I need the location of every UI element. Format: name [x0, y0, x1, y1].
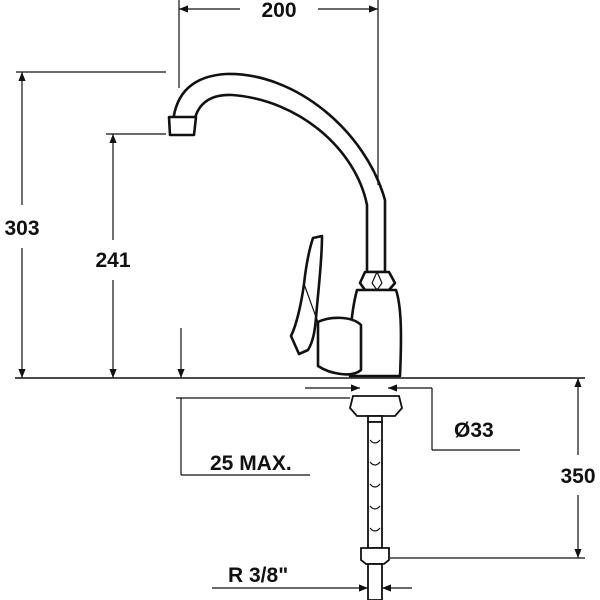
dim-label-diameter: Ø33 [454, 419, 494, 442]
connector-nut [360, 547, 390, 565]
base-washer [349, 395, 403, 417]
cartridge-housing [316, 316, 363, 376]
dim-label-200: 200 [261, 0, 296, 22]
swivel-nut [358, 270, 397, 292]
dim-label-350: 350 [560, 465, 595, 488]
dim-height-241: 241 [95, 133, 166, 378]
dim-width-200: 200 [178, 0, 379, 185]
dim-label-r38: R 3/8" [228, 564, 288, 587]
dim-height-303: 303 [4, 71, 166, 378]
dim-label-241: 241 [95, 249, 130, 272]
aerator [167, 115, 198, 137]
dim-diameter-33: Ø33 [305, 384, 520, 451]
dim-thickness-25: 25 MAX. [177, 328, 310, 476]
faucet [167, 72, 403, 600]
spout-tube [171, 72, 387, 274]
dim-label-303: 303 [4, 217, 39, 240]
dim-height-350: 350 [390, 378, 596, 559]
lever-handle [289, 234, 324, 356]
dim-connection-thread: R 3/8" [212, 564, 412, 592]
dim-label-25-max: 25 MAX. [210, 452, 292, 475]
